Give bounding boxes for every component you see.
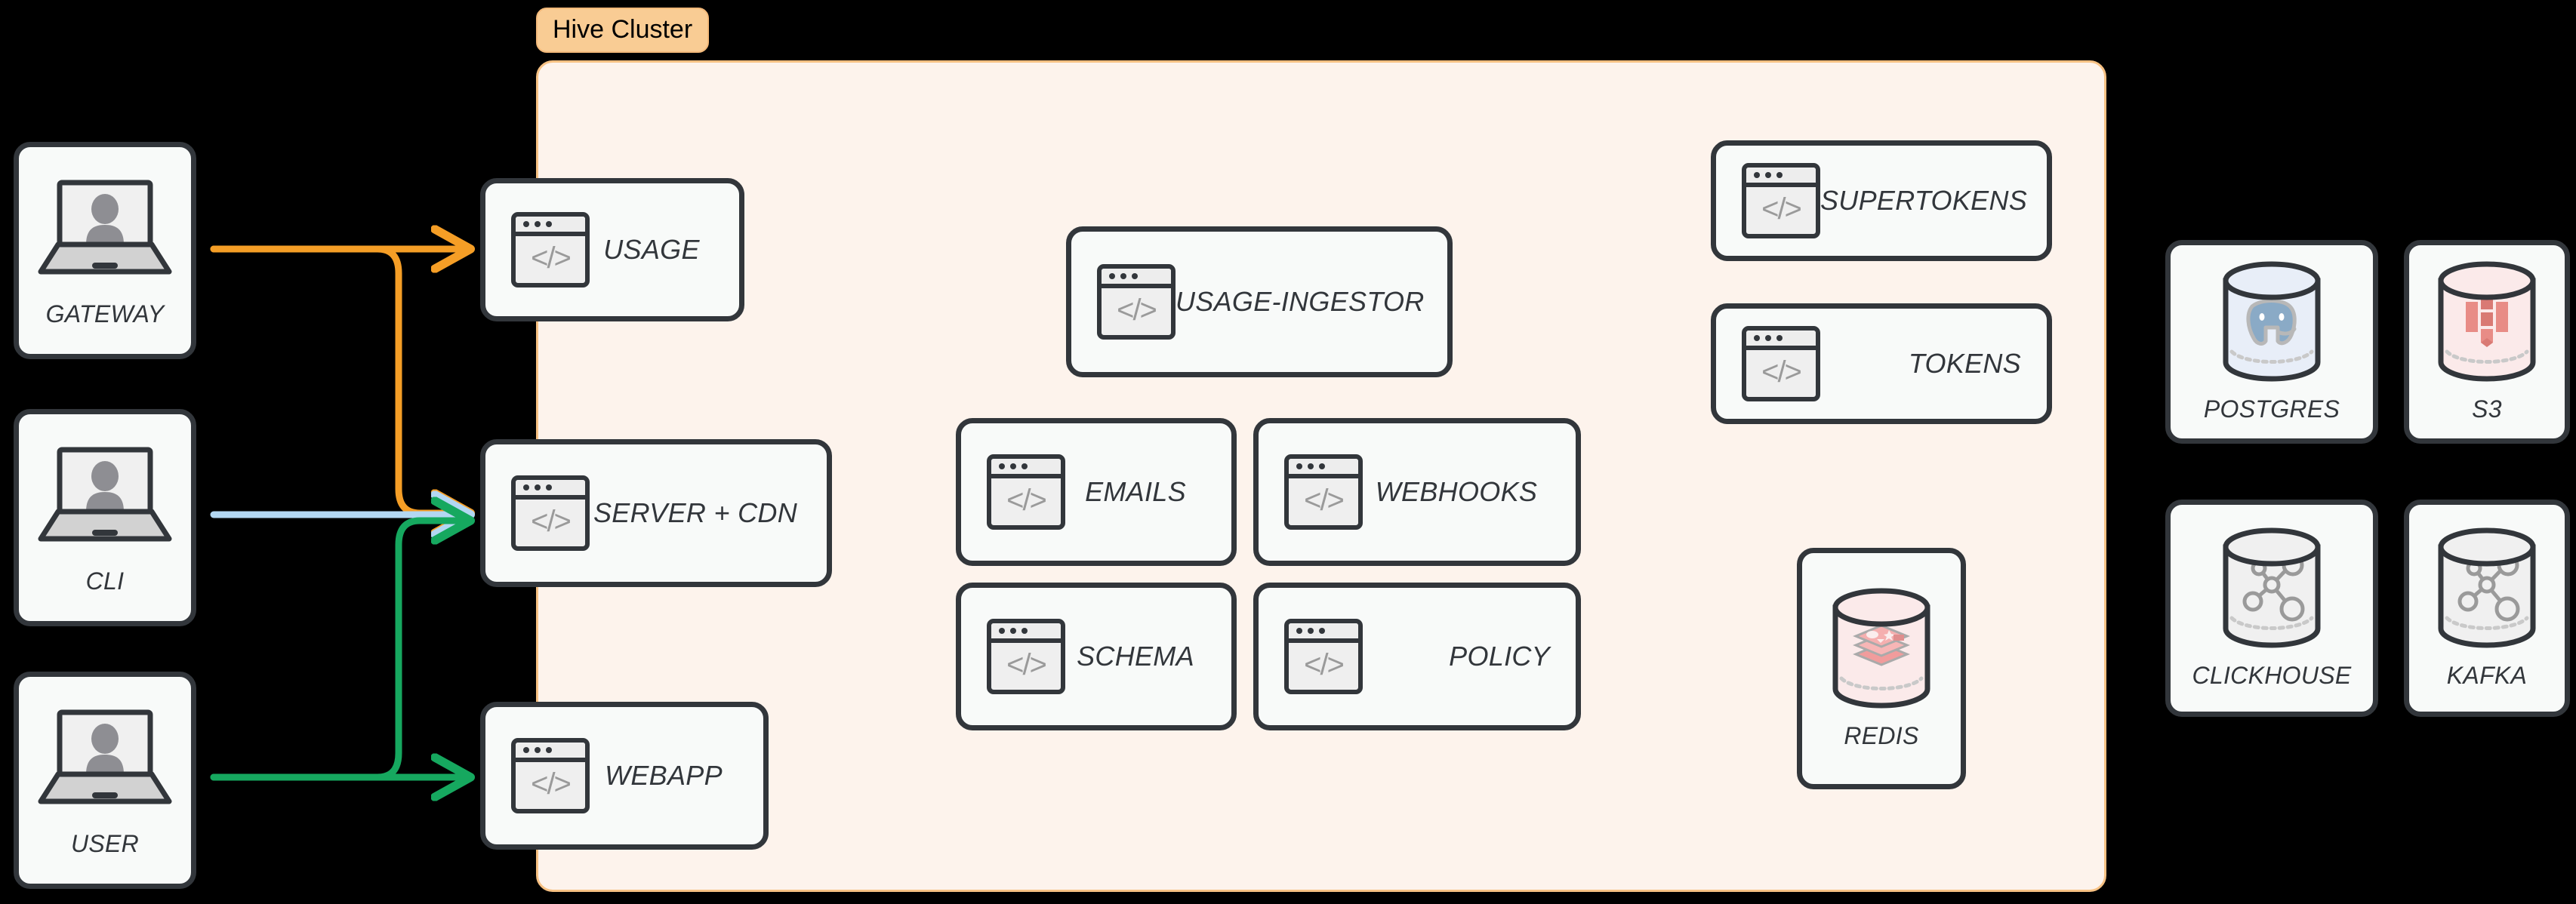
- node-supertokens[interactable]: </> SUPERTOKENS: [1711, 140, 2052, 261]
- node-schema[interactable]: </> SCHEMA: [956, 583, 1237, 730]
- node-label: GATEWAY: [45, 300, 165, 327]
- node-label: WEBHOOKS: [1375, 476, 1538, 507]
- code-window-icon: </>: [511, 738, 590, 813]
- code-glyph: </>: [531, 241, 572, 275]
- node-usage[interactable]: </> USAGE: [480, 178, 744, 321]
- node-kafka[interactable]: KAFKA: [2404, 500, 2570, 717]
- hive-cluster-badge: Hive Cluster: [536, 8, 710, 53]
- node-cli[interactable]: CLI: [14, 409, 196, 626]
- code-window-icon: </>: [511, 475, 590, 551]
- node-label: WEBAPP: [605, 760, 723, 791]
- code-glyph: </>: [531, 505, 572, 538]
- node-label: SCHEMA: [1077, 641, 1194, 672]
- node-policy[interactable]: </> POLICY: [1253, 583, 1581, 730]
- node-label: KAFKA: [2446, 661, 2528, 689]
- node-label: S3: [2472, 395, 2502, 423]
- node-gateway[interactable]: GATEWAY: [14, 142, 196, 359]
- node-clickhouse[interactable]: CLICKHOUSE: [2165, 500, 2378, 717]
- s3-cylinder-icon: [2430, 261, 2544, 382]
- node-label: USAGE: [603, 234, 700, 265]
- laptop-user-icon: [33, 174, 177, 287]
- node-webapp[interactable]: </> WEBAPP: [480, 702, 769, 850]
- code-glyph: </>: [1761, 192, 1802, 226]
- code-glyph: </>: [1117, 294, 1157, 327]
- code-window-icon: </>: [987, 619, 1065, 694]
- node-redis[interactable]: REDIS: [1797, 548, 1966, 789]
- node-label: REDIS: [1844, 721, 1919, 749]
- node-label: CLICKHOUSE: [2192, 661, 2352, 689]
- node-label: USAGE-INGESTOR: [1176, 286, 1425, 317]
- node-postgres[interactable]: POSTGRES: [2165, 240, 2378, 444]
- node-label: POLICY: [1449, 641, 1550, 672]
- kafka-cylinder-icon: [2430, 527, 2544, 648]
- node-user[interactable]: USER: [14, 672, 196, 889]
- node-label: EMAILS: [1085, 476, 1186, 507]
- code-glyph: </>: [531, 767, 572, 801]
- redis-cylinder-icon: [1825, 588, 1938, 709]
- code-glyph: </>: [1006, 484, 1047, 517]
- node-label: TOKENS: [1908, 348, 2021, 379]
- node-label: SERVER + CDN: [593, 497, 797, 528]
- node-tokens[interactable]: </> TOKENS: [1711, 303, 2052, 424]
- code-window-icon: </>: [1284, 619, 1363, 694]
- node-server-cdn[interactable]: </> SERVER + CDN: [480, 439, 832, 587]
- code-glyph: </>: [1304, 484, 1345, 517]
- code-window-icon: </>: [1742, 326, 1820, 401]
- clickhouse-cylinder-icon: [2215, 527, 2328, 648]
- code-window-icon: </>: [1742, 163, 1820, 238]
- code-window-icon: </>: [1097, 264, 1176, 340]
- connector-user-to-server-cdn: [210, 521, 467, 781]
- node-usage-ingestor[interactable]: </> USAGE-INGESTOR: [1066, 226, 1453, 377]
- node-label: POSTGRES: [2203, 395, 2340, 423]
- node-label: USER: [70, 829, 140, 857]
- code-glyph: </>: [1761, 355, 1802, 389]
- code-window-icon: </>: [987, 454, 1065, 530]
- postgres-cylinder-icon: [2215, 261, 2328, 382]
- node-webhooks[interactable]: </> WEBHOOKS: [1253, 418, 1581, 566]
- node-emails[interactable]: </> EMAILS: [956, 418, 1237, 566]
- code-window-icon: </>: [1284, 454, 1363, 530]
- code-glyph: </>: [1006, 648, 1047, 681]
- connector-gateway-to-server-cdn: [210, 245, 467, 513]
- code-window-icon: </>: [511, 212, 590, 287]
- code-glyph: </>: [1304, 648, 1345, 681]
- node-label: SUPERTOKENS: [1820, 185, 2028, 216]
- laptop-user-icon: [33, 441, 177, 554]
- laptop-user-icon: [33, 703, 177, 816]
- node-s3[interactable]: S3: [2404, 240, 2570, 444]
- node-label: CLI: [85, 567, 125, 595]
